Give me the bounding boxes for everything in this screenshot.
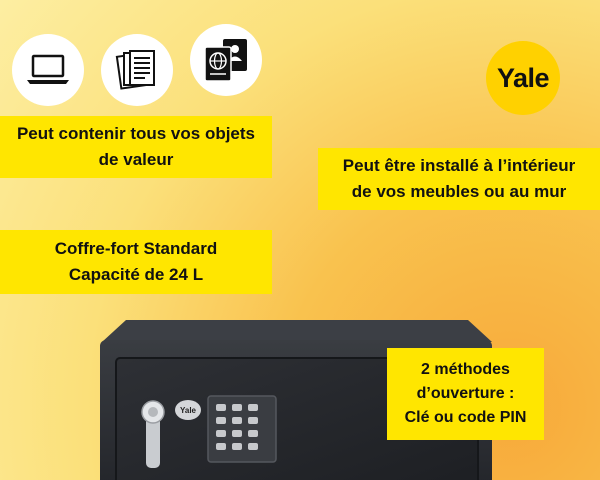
banner-opening-line1: 2 méthodes bbox=[421, 361, 510, 378]
banner-capacity-line2: Capacité de 24 L bbox=[68, 265, 204, 284]
passport-icon-circle bbox=[190, 24, 262, 96]
banner-capacity-line1: Coffre-fort Standard bbox=[54, 239, 218, 258]
passport-icon bbox=[204, 39, 247, 82]
banner-capacity: Coffre-fort Standard Capacité de 24 L bbox=[0, 230, 272, 294]
banner-opening-line3: Clé ou code PIN bbox=[404, 409, 527, 426]
banner-contents-line1: Peut contenir tous vos objets bbox=[16, 124, 256, 143]
keypad[interactable] bbox=[207, 395, 277, 463]
banner-install-line1: Peut être installé à l’intérieur bbox=[342, 156, 576, 175]
banner-contents: Peut contenir tous vos objets de valeur bbox=[0, 116, 272, 178]
safe-top bbox=[102, 320, 492, 342]
banner-install: Peut être installé à l’intérieur de vos … bbox=[318, 148, 600, 210]
yale-badge: Yale bbox=[175, 400, 201, 420]
banner-install-line2: de vos meubles ou au mur bbox=[351, 182, 567, 201]
banner-opening-line2: d’ouverture : bbox=[416, 385, 515, 402]
yale-logo: Yale bbox=[486, 41, 560, 115]
documents-icon bbox=[115, 50, 155, 90]
laptop-icon bbox=[27, 54, 69, 84]
documents-icon-circle bbox=[101, 34, 173, 106]
banner-opening: 2 méthodes d’ouverture : Clé ou code PIN bbox=[387, 348, 544, 440]
laptop-icon-circle bbox=[12, 34, 84, 106]
banner-contents-line2: de valeur bbox=[98, 150, 174, 169]
handle-icon bbox=[141, 400, 165, 468]
svg-text:Yale: Yale bbox=[180, 406, 197, 415]
